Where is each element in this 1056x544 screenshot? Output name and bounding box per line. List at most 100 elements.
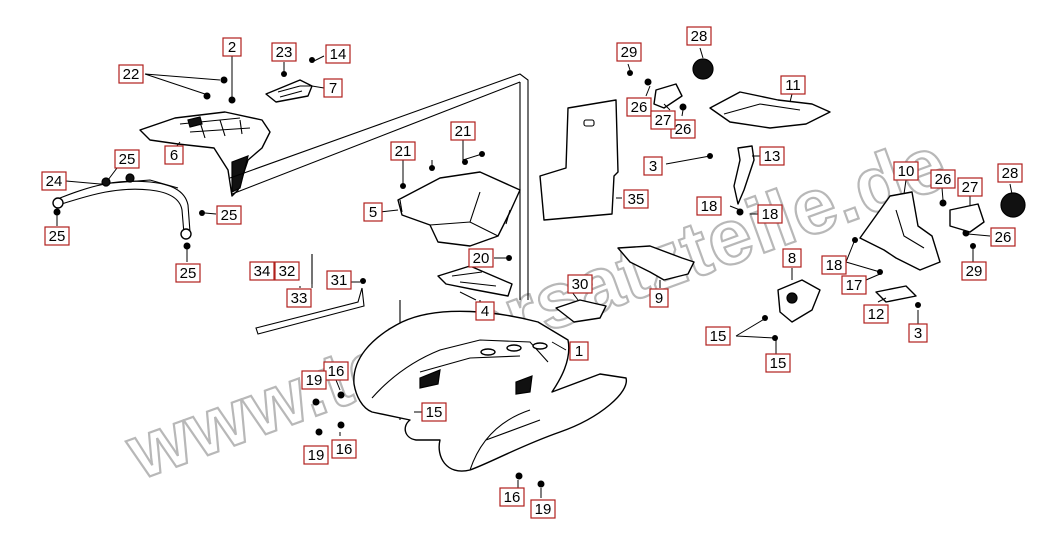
part-small-tray: [265, 79, 313, 103]
svg-text:20: 20: [473, 250, 490, 267]
svg-text:11: 11: [785, 77, 801, 94]
svg-text:26: 26: [935, 171, 952, 188]
part-labels: 1 2 3 3 4 5 6 7 8 9 10 11 12 13 14 15 15…: [41, 26, 1023, 519]
svg-text:3: 3: [914, 325, 922, 342]
part-license-light: [777, 279, 821, 323]
label-27b: 27: [957, 177, 983, 197]
label-31: 31: [326, 270, 352, 290]
svg-text:19: 19: [308, 447, 325, 464]
part-grab-bar: [52, 173, 192, 240]
label-12: 12: [863, 304, 889, 324]
part-upper-mount: [653, 58, 714, 109]
svg-text:6: 6: [170, 147, 178, 164]
label-26c: 26: [930, 169, 956, 189]
label-28b: 28: [997, 163, 1023, 183]
svg-text:1: 1: [575, 343, 583, 360]
svg-text:21: 21: [395, 143, 412, 160]
label-25c: 25: [44, 226, 70, 246]
svg-text:14: 14: [330, 46, 347, 63]
svg-text:26: 26: [631, 99, 648, 116]
part-rear-body-cover: [353, 310, 627, 472]
svg-text:26: 26: [675, 121, 692, 138]
label-18b: 18: [757, 204, 783, 224]
label-13: 13: [759, 146, 785, 166]
svg-text:8: 8: [788, 250, 796, 267]
svg-text:24: 24: [46, 173, 63, 190]
part-rear-fender: [859, 191, 941, 271]
svg-text:4: 4: [481, 303, 489, 320]
svg-text:23: 23: [276, 44, 293, 61]
svg-text:16: 16: [336, 441, 353, 458]
svg-text:7: 7: [329, 80, 337, 97]
svg-text:10: 10: [898, 163, 915, 180]
part-battery-box: [397, 171, 521, 247]
label-14: 14: [325, 44, 351, 64]
label-25b: 25: [216, 205, 242, 225]
label-34: 34: [249, 261, 275, 281]
svg-text:15: 15: [426, 404, 443, 421]
label-1: 1: [569, 341, 589, 361]
part-pad: [555, 299, 607, 323]
label-21a: 21: [390, 141, 416, 161]
part-cover-sheet: [539, 99, 619, 221]
label-27a: 27: [650, 110, 676, 130]
label-25a: 25: [114, 149, 140, 169]
svg-text:16: 16: [328, 363, 345, 380]
svg-text:5: 5: [369, 204, 377, 221]
svg-text:32: 32: [279, 263, 296, 280]
svg-text:3: 3: [649, 158, 657, 175]
label-6: 6: [164, 145, 184, 165]
label-28a: 28: [686, 26, 712, 46]
svg-text:28: 28: [691, 28, 708, 45]
label-19a: 19: [301, 370, 327, 390]
label-20: 20: [468, 248, 494, 268]
label-3b: 3: [908, 323, 928, 343]
label-32: 32: [274, 261, 300, 281]
svg-text:27: 27: [655, 112, 672, 129]
part-right-mount: [949, 192, 1026, 233]
svg-text:9: 9: [655, 290, 663, 307]
label-21b: 21: [450, 121, 476, 141]
svg-text:26: 26: [995, 229, 1012, 246]
svg-text:19: 19: [306, 372, 323, 389]
svg-text:35: 35: [628, 191, 645, 208]
label-4: 4: [475, 301, 495, 321]
svg-text:13: 13: [764, 148, 781, 165]
label-15c: 15: [765, 353, 791, 373]
label-19c: 19: [530, 499, 556, 519]
svg-text:16: 16: [504, 489, 521, 506]
part-tail-light: [709, 91, 831, 129]
label-7: 7: [323, 78, 343, 98]
hardware-bolts: [53, 57, 976, 488]
label-16c: 16: [499, 487, 525, 507]
svg-text:21: 21: [455, 123, 472, 140]
svg-text:28: 28: [1002, 165, 1019, 182]
label-5: 5: [363, 202, 383, 222]
label-16a: 16: [323, 361, 349, 381]
svg-text:25: 25: [180, 265, 197, 282]
part-linkage-bracket: [617, 245, 695, 281]
part-rod-assembly: [255, 254, 365, 335]
label-23: 23: [271, 42, 297, 62]
svg-text:29: 29: [621, 44, 638, 61]
label-35: 35: [623, 189, 649, 209]
label-18c: 18: [821, 255, 847, 275]
label-2: 2: [222, 37, 242, 57]
label-9: 9: [649, 288, 669, 308]
label-3a: 3: [643, 156, 663, 176]
svg-text:33: 33: [291, 290, 308, 307]
label-26a: 26: [626, 97, 652, 117]
part-stay: [733, 145, 755, 205]
svg-text:34: 34: [254, 263, 271, 280]
svg-text:22: 22: [123, 66, 140, 83]
label-24: 24: [41, 171, 67, 191]
svg-text:15: 15: [710, 328, 727, 345]
label-29b: 29: [961, 261, 987, 281]
svg-text:31: 31: [331, 272, 348, 289]
label-10: 10: [893, 161, 919, 181]
svg-text:12: 12: [868, 306, 885, 323]
label-19b: 19: [303, 445, 329, 465]
svg-text:2: 2: [228, 39, 236, 56]
svg-text:15: 15: [770, 355, 787, 372]
